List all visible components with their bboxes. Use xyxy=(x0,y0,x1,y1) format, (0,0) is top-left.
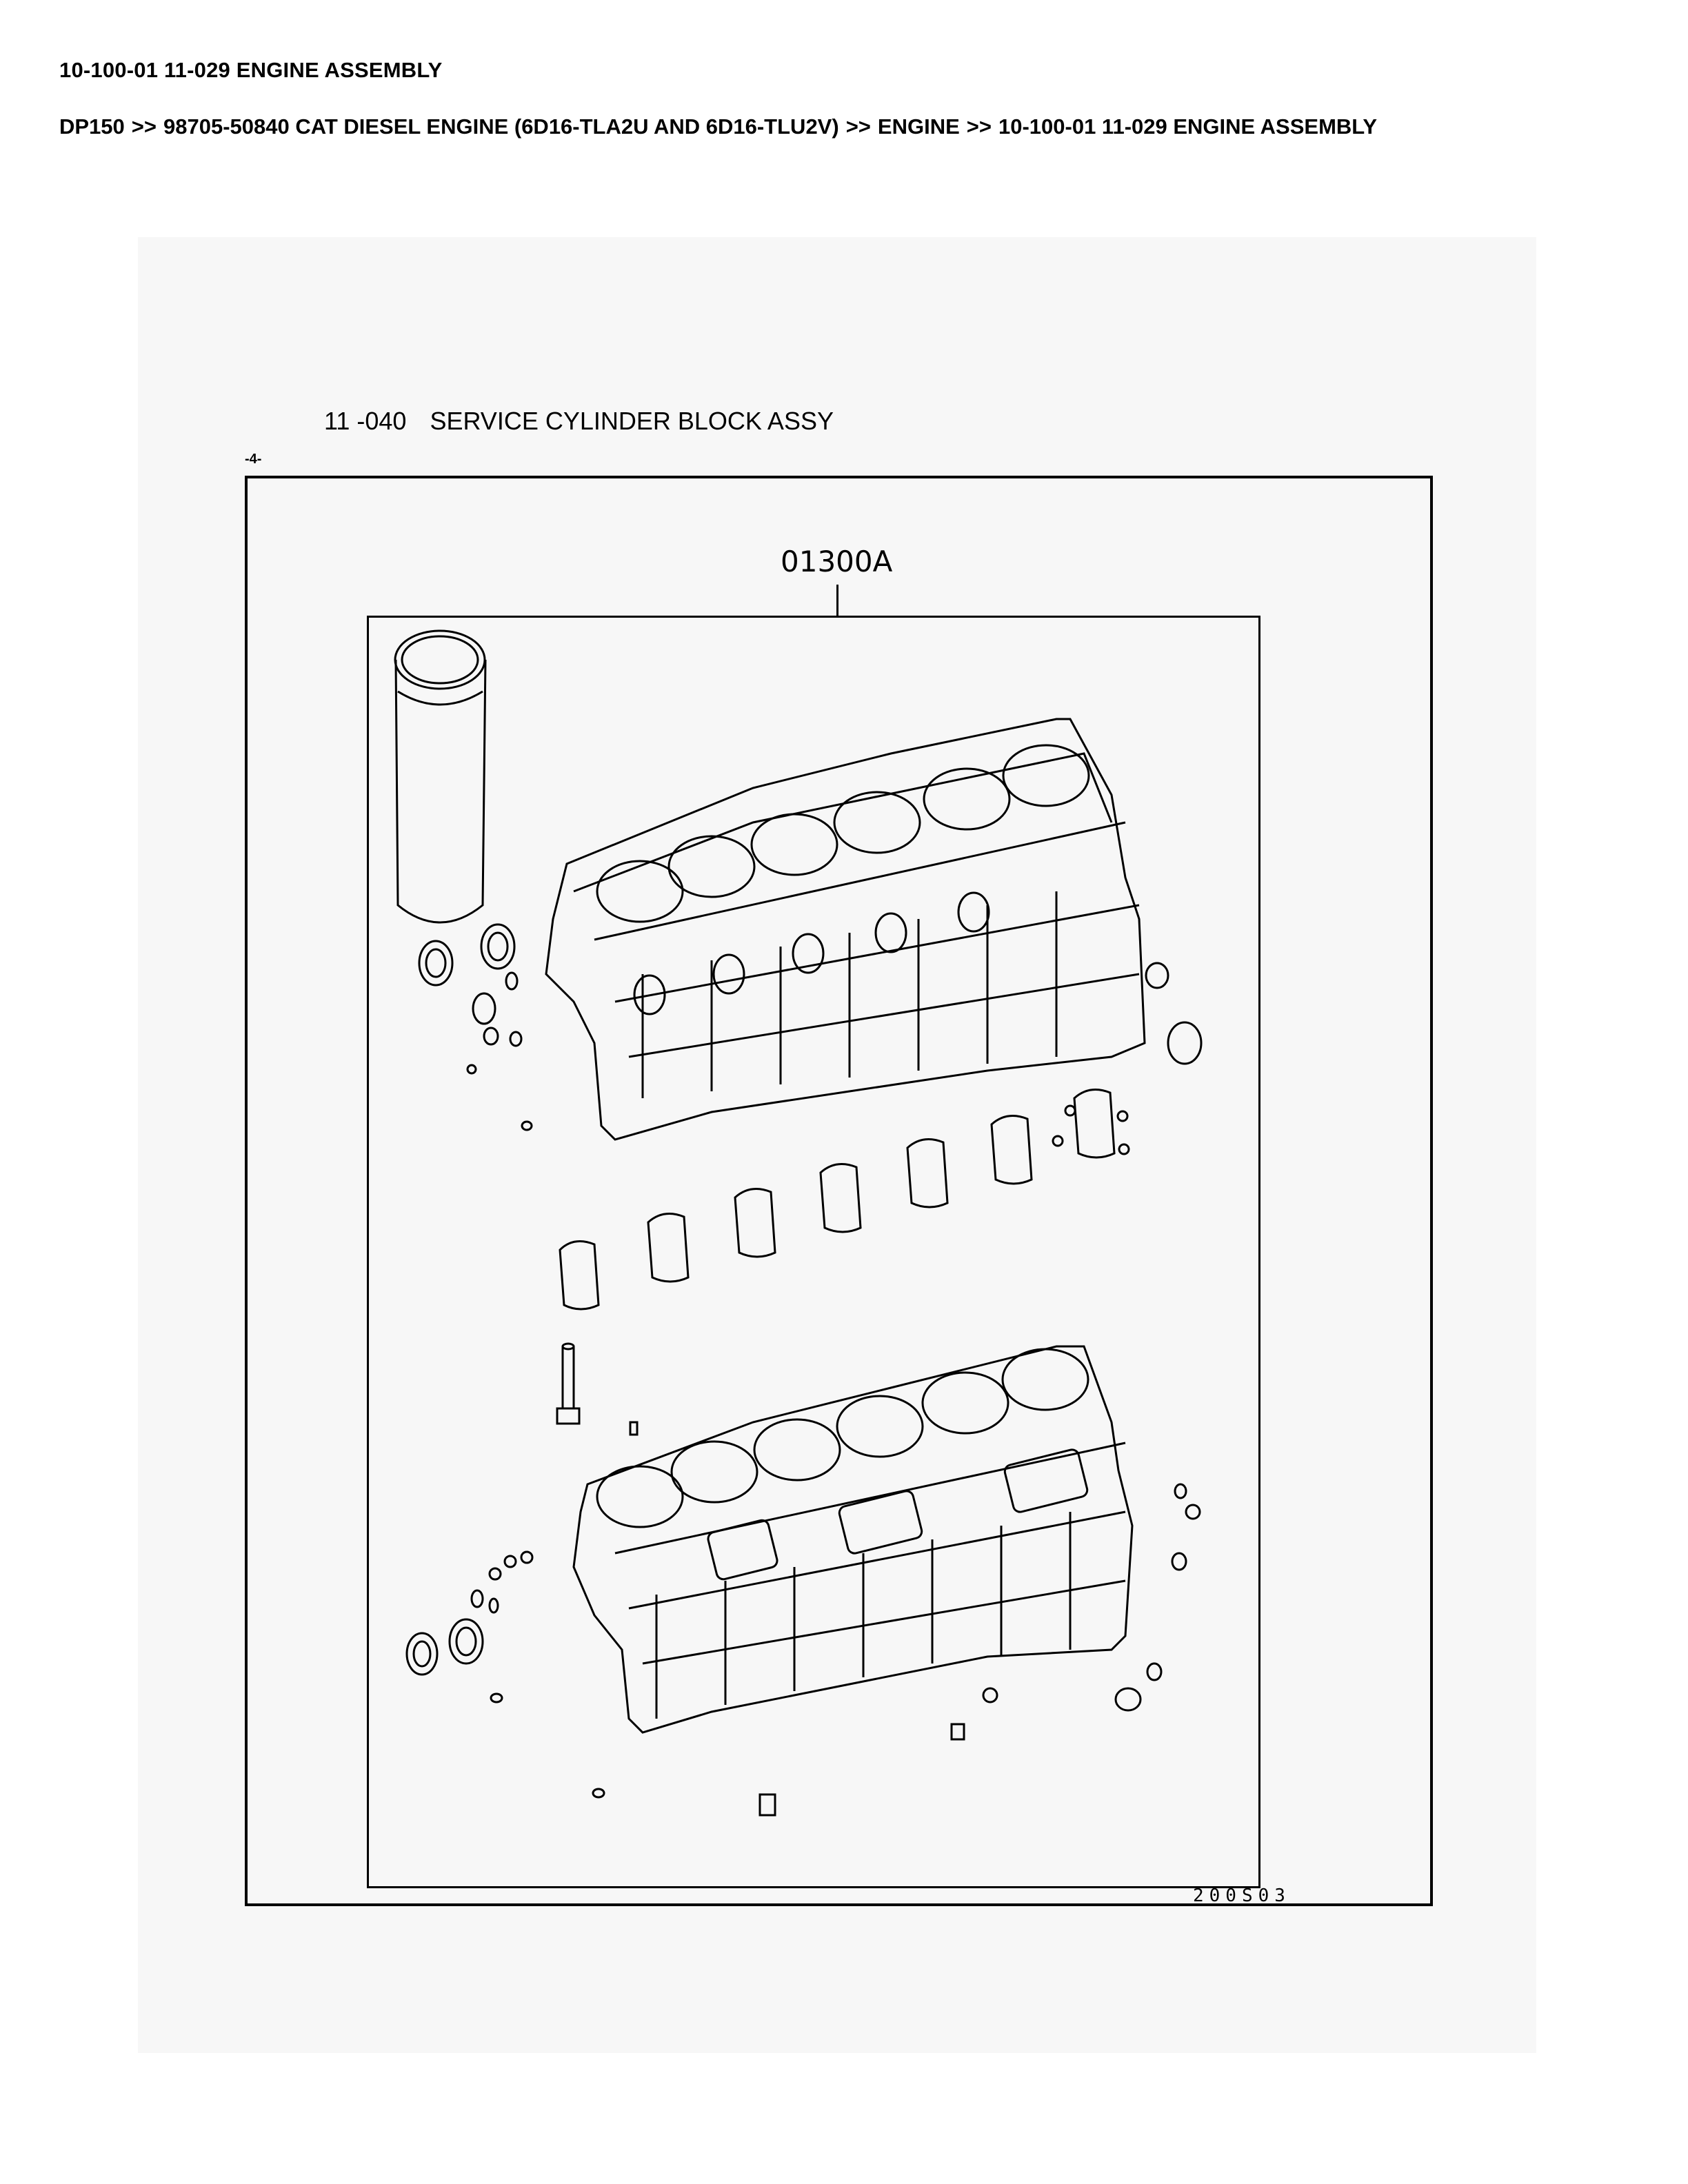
breadcrumb-separator: >> xyxy=(131,114,157,139)
exploded-view-drawing xyxy=(394,629,1203,1817)
lower-cylinder-block-icon[interactable] xyxy=(572,1345,1134,1734)
breadcrumb-item-engine-model[interactable]: 98705-50840 CAT DIESEL ENGINE (6D16-TLA2… xyxy=(163,114,839,139)
cylinder-liner-icon[interactable] xyxy=(394,629,487,924)
cap-bolt-icon[interactable] xyxy=(556,1342,639,1436)
reference-label[interactable]: 01300A xyxy=(781,545,893,578)
breadcrumb-separator: >> xyxy=(966,114,992,139)
upper-cylinder-block-icon[interactable] xyxy=(545,718,1146,1141)
lower-seal-ring-icon[interactable] xyxy=(405,1550,605,1799)
plate-code: 11 -040 xyxy=(324,407,407,435)
breadcrumb: DP150>>98705-50840 CAT DIESEL ENGINE (6D… xyxy=(59,114,1377,139)
page-marker: -4- xyxy=(245,452,262,467)
breadcrumb-item-engine[interactable]: ENGINE xyxy=(877,114,960,139)
breadcrumb-item-current: 10-100-01 11-029 ENGINE ASSEMBLY xyxy=(998,114,1378,139)
outer-frame xyxy=(245,476,1433,1906)
reference-leader-line xyxy=(836,585,838,618)
main-bearing-caps-icon[interactable] xyxy=(559,1089,1130,1311)
plug-icon[interactable] xyxy=(1145,962,1203,1065)
plate-name: SERVICE CYLINDER BLOCK ASSY xyxy=(430,407,834,435)
breadcrumb-separator: >> xyxy=(845,114,871,139)
plate-title: 11 -040 SERVICE CYLINDER BLOCK ASSY xyxy=(324,407,834,436)
diagram-sheet xyxy=(138,237,1536,2053)
seal-ring-icon[interactable] xyxy=(418,923,533,1131)
inner-frame xyxy=(367,616,1260,1888)
page-title: 10-100-01 11-029 ENGINE ASSEMBLY xyxy=(59,58,443,82)
figure-code: 200S03 xyxy=(1193,1885,1291,1906)
breadcrumb-item-model[interactable]: DP150 xyxy=(59,114,125,139)
lower-plug-icon[interactable] xyxy=(758,1483,1201,1817)
